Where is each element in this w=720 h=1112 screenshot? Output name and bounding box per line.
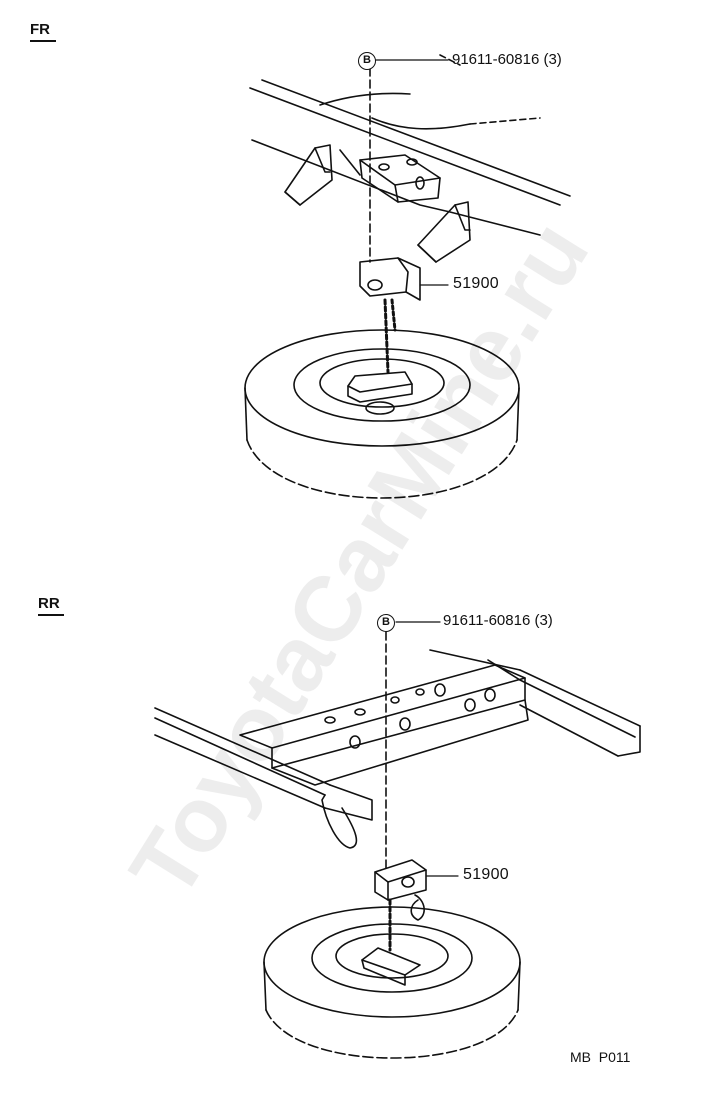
front-spare-tire-carrier: [347, 257, 421, 415]
bolt-part-number-front: 91611-60816 (3): [452, 51, 562, 68]
diagram-code: MB P011: [570, 1049, 631, 1065]
rear-spare-tire: [263, 906, 521, 1059]
front-spare-tire: [244, 329, 520, 499]
front-crossmember-brackets: [284, 144, 471, 263]
front-frame-rails: [249, 54, 571, 236]
rear-frame-rail-right: [429, 649, 641, 757]
rear-leader-lines: [385, 621, 459, 877]
carrier-part-number-front: 51900: [453, 275, 499, 292]
callout-b-rear: B: [377, 614, 395, 632]
section-label-front: FR: [30, 21, 50, 38]
rear-crossmember: [239, 664, 529, 786]
section-label-front-underline: [30, 40, 56, 42]
rear-frame-rail-left: [154, 707, 373, 849]
callout-b-front: B: [358, 52, 376, 70]
section-label-rear: RR: [38, 595, 60, 612]
section-label-rear-underline: [38, 614, 64, 616]
carrier-part-number-rear: 51900: [463, 866, 509, 883]
bolt-part-number-rear: 91611-60816 (3): [443, 612, 553, 629]
front-leader-lines: [369, 59, 449, 286]
front-mount-bracket: [339, 149, 441, 203]
rear-spare-tire-carrier: [361, 859, 427, 986]
